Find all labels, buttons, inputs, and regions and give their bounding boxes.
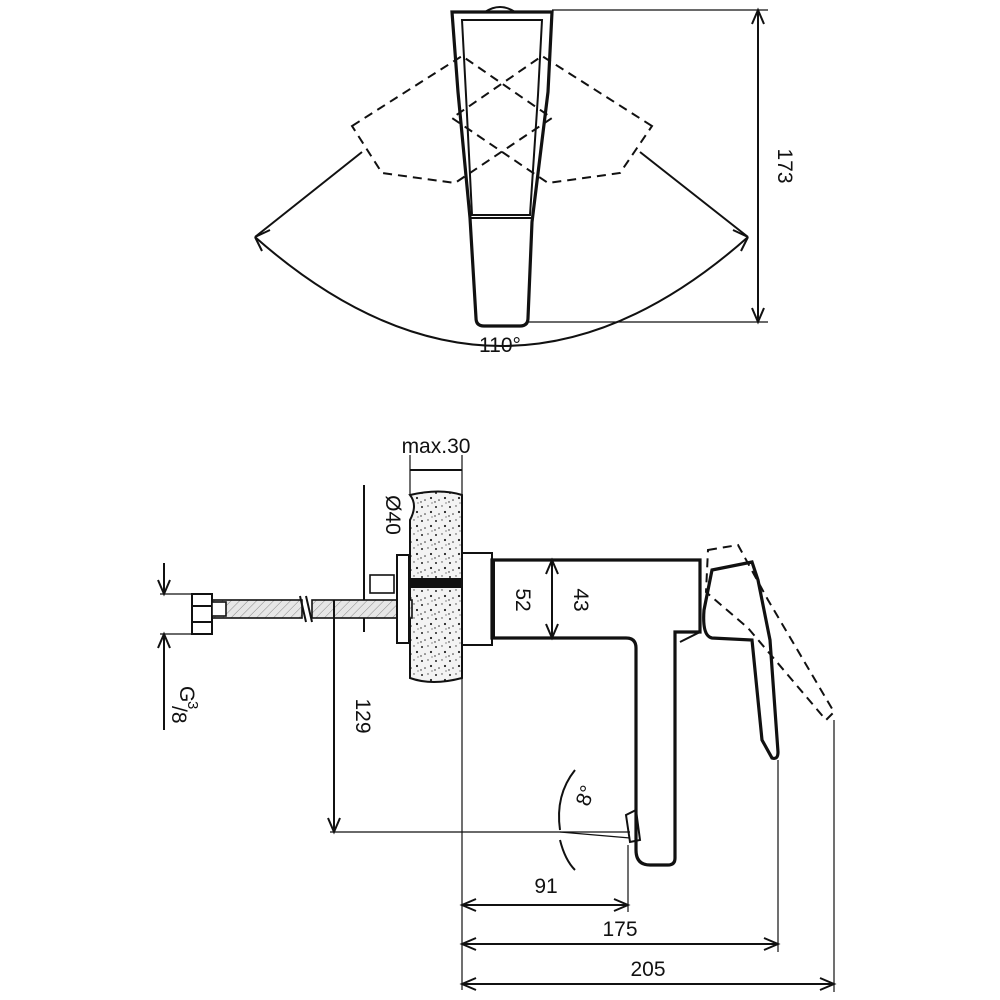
angle-8-arc-lower — [559, 839, 576, 871]
cartridge-end — [369, 574, 395, 594]
handle-top-inner — [460, 19, 544, 216]
radial-line-left — [254, 151, 363, 238]
handle-rotated-left — [350, 54, 554, 185]
handle-rotated-right — [450, 54, 654, 185]
swing-arc — [254, 236, 749, 347]
angle-8-label: 8° — [572, 782, 600, 809]
radial-line-right — [639, 151, 749, 238]
flange-left — [396, 554, 410, 644]
dim-arrow-129 — [327, 817, 341, 835]
angle-110-label: 110° — [479, 334, 521, 357]
dim-arrows-g38 — [157, 579, 171, 649]
dim-129-label: 129 — [351, 698, 374, 733]
dim-arrows-205 — [459, 977, 837, 991]
lever — [702, 560, 780, 760]
handle-top-outline — [450, 10, 554, 328]
dim-175-label: 175 — [602, 918, 637, 941]
angle-8-arc — [558, 769, 576, 831]
hose-break — [299, 595, 313, 623]
mixer-body — [490, 558, 702, 867]
dim-173-label: 173 — [773, 148, 796, 183]
dim-91-label: 91 — [534, 875, 557, 898]
body-joint — [679, 631, 701, 643]
lever-rotated — [704, 543, 836, 722]
dim-g38-sup: 3 — [184, 701, 201, 709]
dim-arrows-91 — [459, 898, 631, 912]
escutcheon — [461, 552, 493, 646]
dim-52-label: 52 — [511, 588, 534, 611]
dim-205-label: 205 — [630, 958, 665, 981]
dim-arrows-43 — [545, 557, 559, 641]
dim-g38-label: G 3 /8 — [167, 686, 201, 724]
handle-top-knob — [484, 6, 516, 13]
hose-nut — [191, 593, 213, 635]
hose-right — [311, 599, 413, 619]
dim-max30-label: max.30 — [402, 435, 471, 458]
dim-g38-main: G — [175, 686, 198, 702]
dim-arrows-175 — [459, 937, 781, 951]
hose-ferrule — [211, 601, 227, 617]
aerator — [624, 808, 642, 844]
dim-43-label: 43 — [569, 588, 592, 611]
dim-d40-label: Ø40 — [381, 495, 404, 535]
cartridge-bar — [409, 578, 462, 588]
dim-g38-sub: /8 — [167, 706, 190, 724]
dim-arrows-173 — [751, 7, 765, 325]
top-view: 173 110° — [254, 6, 796, 357]
angle-8-ray — [559, 831, 631, 839]
side-view: max.30 Ø40 G 3 /8 — [157, 435, 837, 992]
